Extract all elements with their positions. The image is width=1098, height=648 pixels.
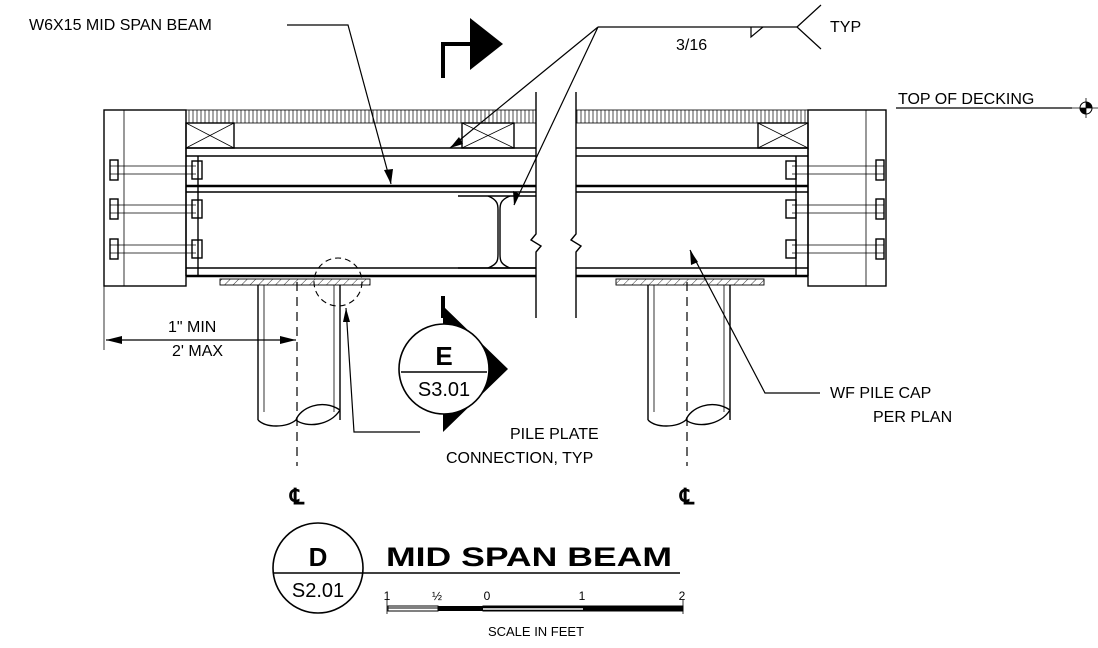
min-label: 1" MIN bbox=[168, 319, 216, 336]
dimension-group: 1" MIN 2' MAX bbox=[106, 319, 296, 360]
beam-label-group: W6X15 MID SPAN BEAM bbox=[29, 17, 393, 185]
scale-tick-1: ½ bbox=[432, 589, 442, 603]
scale-tick-3: 1 bbox=[579, 589, 586, 603]
mid-span-beam bbox=[186, 147, 808, 193]
beam-label: W6X15 MID SPAN BEAM bbox=[29, 17, 212, 34]
pile-cap-label-group: WF PILE CAP PER PLAN bbox=[689, 249, 952, 426]
pile-cap-beam bbox=[186, 267, 808, 278]
top-of-decking-group: TOP OF DECKING bbox=[896, 91, 1098, 118]
pile-cap-label-line1: WF PILE CAP bbox=[830, 385, 931, 402]
weld-typ-label: TYP bbox=[830, 19, 861, 36]
pile-right bbox=[647, 282, 731, 466]
section-cut-arrow-top bbox=[441, 18, 503, 78]
pile-plate-label-line2: CONNECTION, TYP bbox=[446, 450, 593, 467]
top-of-decking-label: TOP OF DECKING bbox=[898, 91, 1034, 108]
nailer-blocks bbox=[185, 122, 809, 149]
detail-letter: D bbox=[309, 542, 328, 572]
bearing-plates bbox=[219, 278, 765, 286]
pile-plate-detail-circle bbox=[313, 257, 363, 307]
scale-bar: 1 ½ 0 1 2 SCALE IN FEET bbox=[384, 589, 686, 639]
section-marker-sheet: S3.01 bbox=[418, 379, 470, 401]
centerline-right-symbol: ℄ bbox=[679, 484, 695, 509]
break-lines bbox=[529, 92, 583, 318]
bolts-left bbox=[109, 159, 203, 260]
max-label: 2' MAX bbox=[172, 343, 223, 360]
end-plates bbox=[185, 148, 809, 276]
right-end-block bbox=[807, 109, 887, 287]
detail-title-block: D S2.01 MID SPAN BEAM bbox=[272, 522, 680, 614]
scale-label: SCALE IN FEET bbox=[488, 624, 584, 639]
scale-tick-2: 0 bbox=[484, 589, 491, 603]
pile-left bbox=[257, 282, 341, 466]
pile-plate-label-group: PILE PLATE CONNECTION, TYP bbox=[343, 307, 599, 467]
pile-cap-label-line2: PER PLAN bbox=[873, 409, 952, 426]
detail-sheet: S2.01 bbox=[292, 580, 344, 602]
weld-symbol-group: 3/16 TYP bbox=[449, 4, 861, 206]
scale-tick-4: 2 bbox=[679, 589, 686, 603]
scale-tick-0: 1 bbox=[384, 589, 391, 603]
bolts-right bbox=[785, 159, 885, 260]
center-beam-section bbox=[458, 195, 536, 269]
centerline-left-symbol: ℄ bbox=[289, 484, 305, 509]
left-end-block bbox=[103, 109, 187, 350]
detail-title: MID SPAN BEAM bbox=[386, 542, 672, 572]
section-marker-letter: E bbox=[435, 341, 452, 371]
decking-surface bbox=[185, 109, 809, 124]
section-marker: E S3.01 bbox=[398, 296, 508, 432]
weld-size-label: 3/16 bbox=[676, 37, 707, 54]
pile-plate-label-line1: PILE PLATE bbox=[510, 426, 599, 443]
